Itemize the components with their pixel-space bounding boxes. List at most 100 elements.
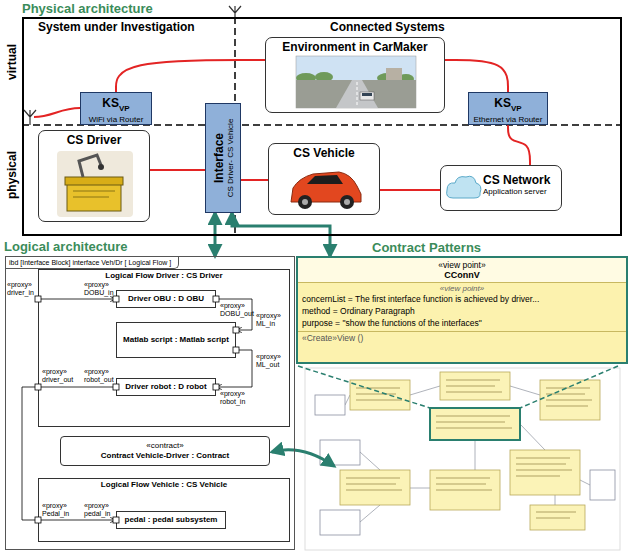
thumbnail-links-part: [410, 488, 430, 489]
trace-arrow: [272, 450, 334, 466]
thumbnail-boxes-part: [350, 380, 410, 410]
simulation-scene-part: [362, 93, 372, 96]
thumbnail-blocks: [315, 395, 615, 535]
vp-name-text: CConnV: [298, 270, 626, 283]
vp-st2-text: «view point»: [302, 283, 622, 293]
vp-st-text: «view point»: [298, 258, 626, 270]
connector: [445, 60, 508, 92]
contract-block: «contract»Contract Vehicle-Driver : Cont…: [60, 436, 270, 466]
part-frame: Logical Flow Vehicle : CS Vehiclepedal :…: [38, 478, 290, 542]
sechead-text: Physical architecture: [22, 1, 153, 16]
port-label: «proxy» Pedal_in: [42, 502, 69, 518]
thumbnail-text-strokes-part: [436, 478, 492, 490]
port-label: «proxy» robot_in: [220, 390, 245, 406]
thumbnail-blocks-part: [590, 470, 615, 500]
connector: [38, 299, 116, 300]
vp-attr-text: method = Ordinary Paragraph: [302, 305, 622, 317]
if-main-text: Interface: [212, 133, 226, 183]
port-square: [113, 517, 119, 523]
part-block: Driver OBU : D OBU: [116, 290, 216, 308]
simulation-scene-part: [360, 92, 374, 100]
connector: [380, 189, 440, 191]
port-label: «proxy» driver_out: [42, 368, 73, 384]
ks-sub-text: VP: [119, 104, 130, 113]
port-label: «proxy» DOBU_out: [220, 302, 254, 318]
port-square: [35, 517, 41, 523]
leaf-t-text: Contract Vehicle-Driver : Contract: [101, 451, 229, 461]
area-heading: Connected Systems: [330, 20, 445, 34]
thumbnail-links-part: [410, 386, 440, 395]
viewpoint-box: Contract Patterns«view point»CConnV«view…: [296, 256, 628, 364]
cloud-icon-part: [447, 176, 481, 198]
part-block: pedal : pedal subsystem: [116, 511, 226, 529]
connector: [241, 179, 268, 181]
part-frame: Logical Flow Driver : CS DriverDriver OB…: [38, 269, 290, 427]
thumbnail-links-part: [360, 452, 380, 470]
simulation-scene-part: [336, 80, 378, 108]
driver-box: CS Driver: [38, 130, 150, 222]
driver-robot-illustration-part: [65, 177, 123, 185]
network-box: CS NetworkApplication server: [440, 165, 562, 211]
part-ttl-text: Logical Flow Driver : CS Driver: [39, 270, 289, 280]
rotated-text-box: InterfaceCS Driver- CS Vehicle: [206, 104, 240, 212]
sechead2-text: Contract Patterns: [372, 240, 481, 255]
port-label: «proxy» robot_out: [84, 368, 114, 384]
thumbnail-boxes-part: [430, 470, 500, 510]
thumbnail-boxes: [340, 372, 600, 530]
thumbnail-blocks-part: [315, 395, 345, 415]
port-label: «proxy» driver_in: [7, 281, 34, 297]
thumbnail-links-part: [345, 395, 350, 405]
connector: [150, 169, 205, 171]
ttl-text: CS Driver: [39, 131, 149, 147]
vp-attr-text: purpose = "show the functions of the int…: [302, 317, 622, 329]
text-line: KSVP: [81, 93, 151, 115]
architecture-frame: Physical architectureEnvironment in CarM…: [22, 17, 622, 236]
driver-robot-illustration-part: [57, 151, 133, 217]
thumbnail-text-strokes-part: [536, 512, 576, 518]
vp-op-text: «Create»View (): [298, 331, 626, 343]
port-square: [233, 347, 239, 353]
ks-main-text: KS: [494, 96, 511, 110]
driver-robot-illustration-part: [73, 191, 115, 197]
layer-label: physical: [5, 151, 19, 199]
thumbnail-links-part: [510, 386, 540, 395]
simulation-scene-part: [296, 80, 416, 108]
thumbnail-text-strokes-part: [546, 388, 592, 406]
contract-pattern-thumbnail: [298, 366, 620, 550]
tab-text: ibd [Interface Block] interface Veh/Dr […: [6, 257, 179, 269]
port-square: [35, 296, 41, 302]
port-label: «proxy» pedal_in: [84, 502, 110, 518]
vehicle-illustration-part: [340, 195, 354, 209]
ttl-text: Environment in CarMaker: [266, 38, 444, 54]
port-label: «proxy» DOBU_in: [84, 281, 114, 297]
thumbnail-boxes-part: [440, 372, 510, 400]
ks-note-text: Ethernet via Router: [469, 115, 547, 124]
vehicle-illustration-part: [344, 199, 350, 205]
simulation-scene-part: [386, 68, 402, 80]
layer-label: virtual: [5, 44, 19, 80]
driver-robot-illustration-part: [98, 164, 104, 170]
part-block: Driver robot : D robot: [116, 378, 216, 396]
port-square: [213, 384, 219, 390]
thumbnail-blocks-part: [320, 510, 360, 535]
vp-attr-text: concernList = The first interface functi…: [302, 293, 622, 305]
wireless-link: [34, 108, 80, 117]
leaf-t-text: Driver OBU : D OBU: [128, 294, 204, 304]
part-block: Matlab script : Matlab script: [116, 322, 236, 358]
port-label: «proxy» ML_out: [256, 353, 281, 369]
port-square: [113, 384, 119, 390]
leaf-t-text: Driver robot : D robot: [125, 382, 206, 392]
antenna-symbol: [229, 6, 241, 17]
net-main-text: CS Network: [483, 173, 561, 187]
if-sub-text: CS Driver- CS Vehicle: [226, 119, 235, 198]
thumbnail-boxes-part: [510, 450, 580, 495]
ks-box: KSVPEthernet via Router: [468, 92, 548, 125]
thumbnail-links-part: [580, 480, 590, 485]
vehicle-illustration-part: [302, 199, 308, 205]
thumbnail-text-strokes: [346, 380, 592, 518]
con-st-text: «contract»: [146, 441, 183, 451]
vehicle-box: CS Vehicle: [268, 143, 380, 215]
thumbnail-links-part: [475, 440, 476, 470]
layer-dividers: [22, 17, 622, 236]
